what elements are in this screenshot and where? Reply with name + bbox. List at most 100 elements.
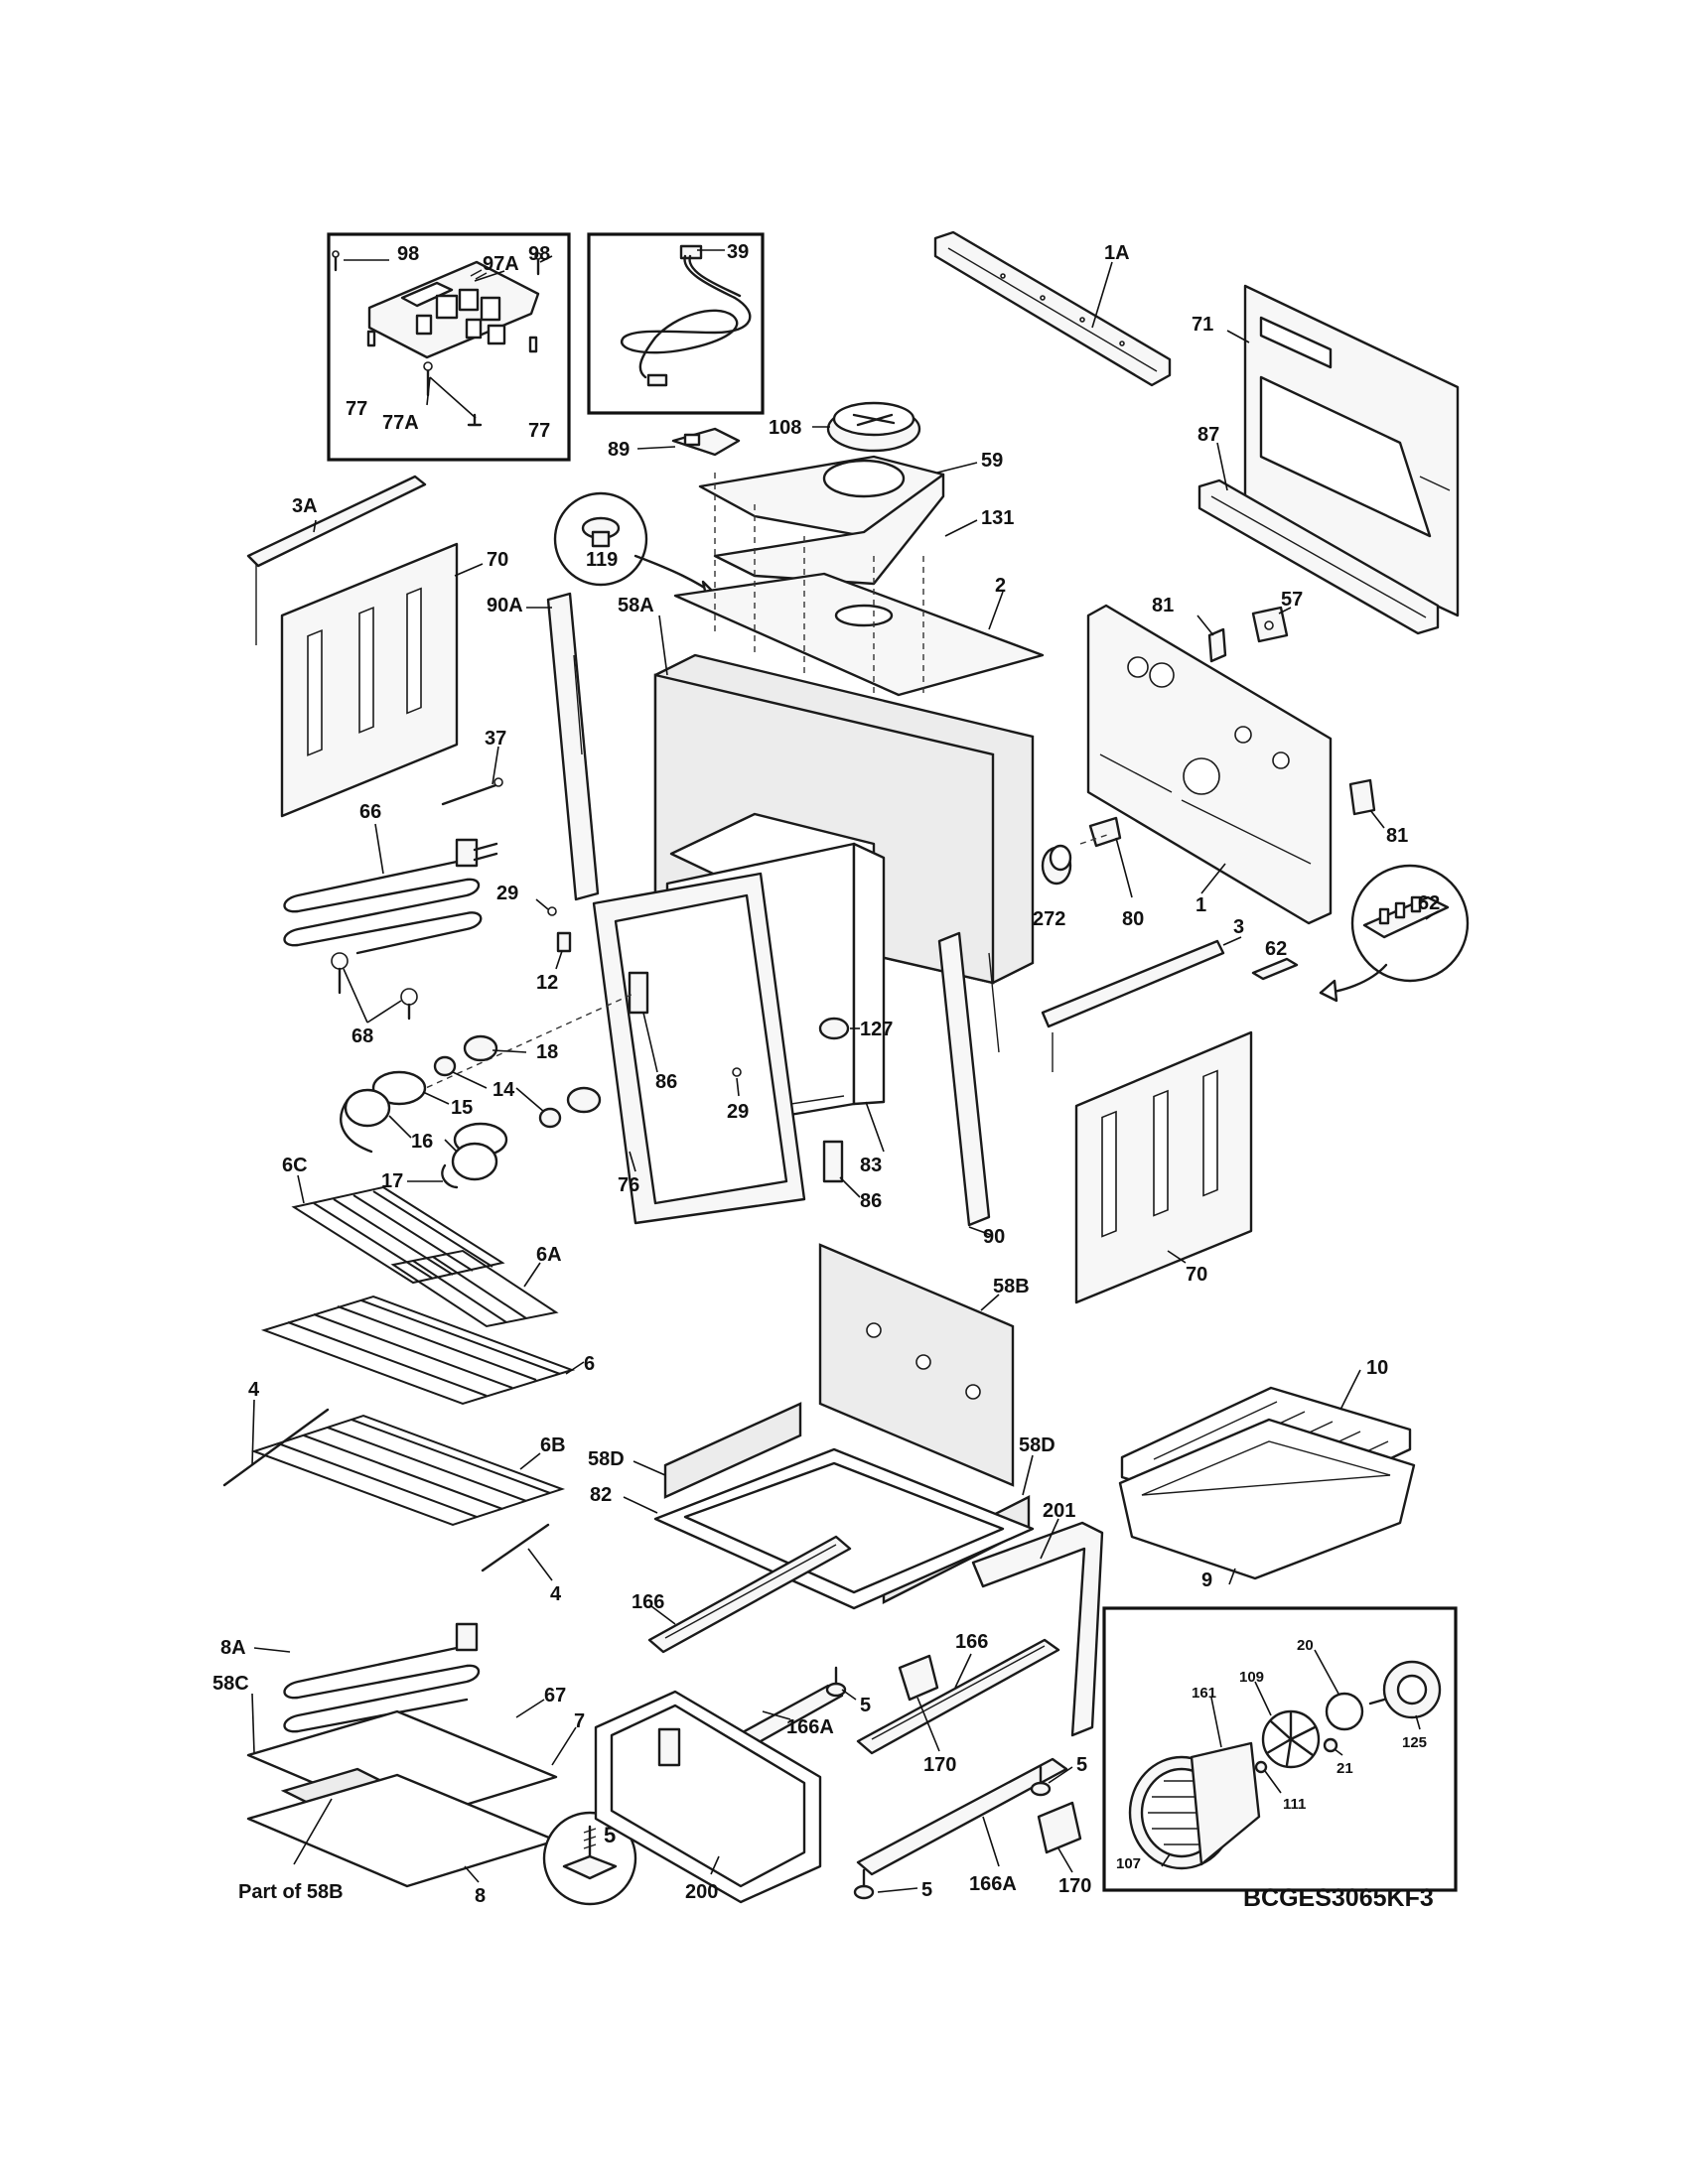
leader-80 (1115, 837, 1133, 898)
callout-108: 108 (769, 417, 801, 439)
leader-86-lower (839, 1176, 861, 1198)
leveling-leg-part-5-b (1030, 1765, 1052, 1797)
fan-motor-part-125 (1368, 1660, 1442, 1719)
rack-part-6a (390, 1249, 559, 1328)
callout-37: 37 (485, 728, 506, 750)
leader-9 (1228, 1568, 1236, 1585)
bracket-part-57 (1251, 606, 1289, 643)
rear-brace-part-1a (933, 230, 1172, 387)
callout-127: 127 (860, 1019, 893, 1040)
leader-76 (629, 1151, 636, 1172)
side-strip-part-90a (546, 592, 600, 901)
callout-107: 107 (1116, 1855, 1141, 1872)
leader-57 (1278, 607, 1292, 614)
hinge-part-86-upper (628, 971, 649, 1015)
callout-86-lower: 86 (860, 1190, 882, 1212)
leader-6b (519, 1452, 541, 1470)
callout-166-left: 166 (632, 1591, 664, 1613)
callout-17: 17 (381, 1170, 403, 1192)
leader-5-d (877, 1887, 918, 1893)
leader-29-lower (736, 1077, 740, 1097)
callout-57: 57 (1281, 589, 1303, 611)
leader-5-a (841, 1689, 857, 1701)
callout-9: 9 (1201, 1570, 1212, 1591)
inset-leaders (344, 255, 553, 419)
callout-29-upper: 29 (496, 883, 518, 904)
callout-58d-right: 58D (1019, 1434, 1055, 1456)
door-frame-part-76 (592, 872, 806, 1225)
power-cord-inset-box (587, 232, 765, 415)
leader-2 (988, 591, 1004, 630)
callout-3a: 3A (292, 495, 318, 517)
callout-5-a: 5 (860, 1695, 871, 1716)
washer-part-21 (1323, 1737, 1338, 1753)
control-back-part-1 (1086, 604, 1333, 925)
leader-82 (623, 1496, 658, 1514)
part-of-58b-note: Part of 58B (238, 1881, 344, 1903)
callout-119: 119 (586, 549, 618, 571)
callout-89: 89 (608, 439, 630, 461)
leader-107 (1161, 1853, 1171, 1867)
leader-166a-left (762, 1710, 791, 1720)
fan-blade-part-109 (1261, 1709, 1321, 1769)
callout-201: 201 (1043, 1500, 1075, 1522)
callout-21: 21 (1336, 1760, 1353, 1777)
callout-90a: 90A (487, 595, 523, 616)
bracket-part-81-lower (1348, 778, 1376, 816)
callout-67: 67 (544, 1685, 566, 1706)
callout-77a: 77A (382, 412, 419, 434)
leader-59 (936, 462, 978, 474)
leader-58c (251, 1693, 255, 1754)
leader-58d-right (1022, 1454, 1034, 1496)
leader-3 (1222, 936, 1242, 946)
callout-58b: 58B (993, 1276, 1030, 1297)
model-code: BCGES3065KF3 (1243, 1884, 1434, 1912)
convection-fan-inset-box (1102, 1606, 1458, 1892)
leader-125 (1415, 1714, 1421, 1730)
callout-58c: 58C (212, 1673, 249, 1695)
bracket-part-81-upper (1207, 627, 1227, 663)
callout-170-lower: 170 (1058, 1875, 1091, 1897)
rack-part-6 (260, 1295, 576, 1406)
callout-90: 90 (983, 1226, 1005, 1248)
leader-71 (1226, 330, 1250, 343)
drawer-front-part-200 (594, 1690, 822, 1904)
leader-part-of-58b (293, 1798, 333, 1865)
side-rail-part-201 (971, 1521, 1104, 1737)
clip-part-68 (331, 952, 418, 1021)
callout-170-upper: 170 (923, 1754, 956, 1776)
callout-62-inset: 62 (1418, 892, 1440, 914)
callout-58d-left: 58D (588, 1448, 625, 1470)
callout-86-upper: 86 (655, 1071, 677, 1093)
leader-37 (492, 746, 499, 785)
callout-200: 200 (685, 1881, 718, 1903)
rack-part-6b (250, 1414, 566, 1527)
leader-68 (343, 968, 368, 1024)
leader-200 (710, 1855, 720, 1875)
callout-16: 16 (411, 1131, 433, 1153)
side-strip-part-90 (937, 931, 1000, 1227)
callout-29-lower: 29 (727, 1101, 749, 1123)
drawer-slide-part-166-left (647, 1535, 852, 1654)
leader-14b (515, 1087, 545, 1113)
leader-4-left (251, 1399, 255, 1466)
leader-166-right (954, 1653, 972, 1689)
rack-support-part-4 (222, 1408, 550, 1572)
callout-166a-left: 166A (786, 1716, 834, 1738)
callout-272: 272 (1033, 908, 1065, 930)
callout-12: 12 (536, 972, 558, 994)
nut-part-111 (1254, 1760, 1268, 1774)
leader-68b (366, 1000, 402, 1024)
leader-62-inset (1425, 910, 1439, 920)
leader-16 (388, 1115, 412, 1139)
callout-70-top: 70 (487, 549, 508, 571)
leader-166a-right (982, 1816, 1000, 1867)
sensor-part-37 (441, 777, 503, 806)
callout-6c: 6C (282, 1155, 308, 1176)
leader-58d-left (633, 1460, 666, 1476)
top-plate-part-2 (673, 572, 1045, 697)
callout-2: 2 (995, 575, 1006, 597)
bake-element-part-66 (283, 838, 498, 955)
leader-81-upper (1196, 614, 1214, 636)
